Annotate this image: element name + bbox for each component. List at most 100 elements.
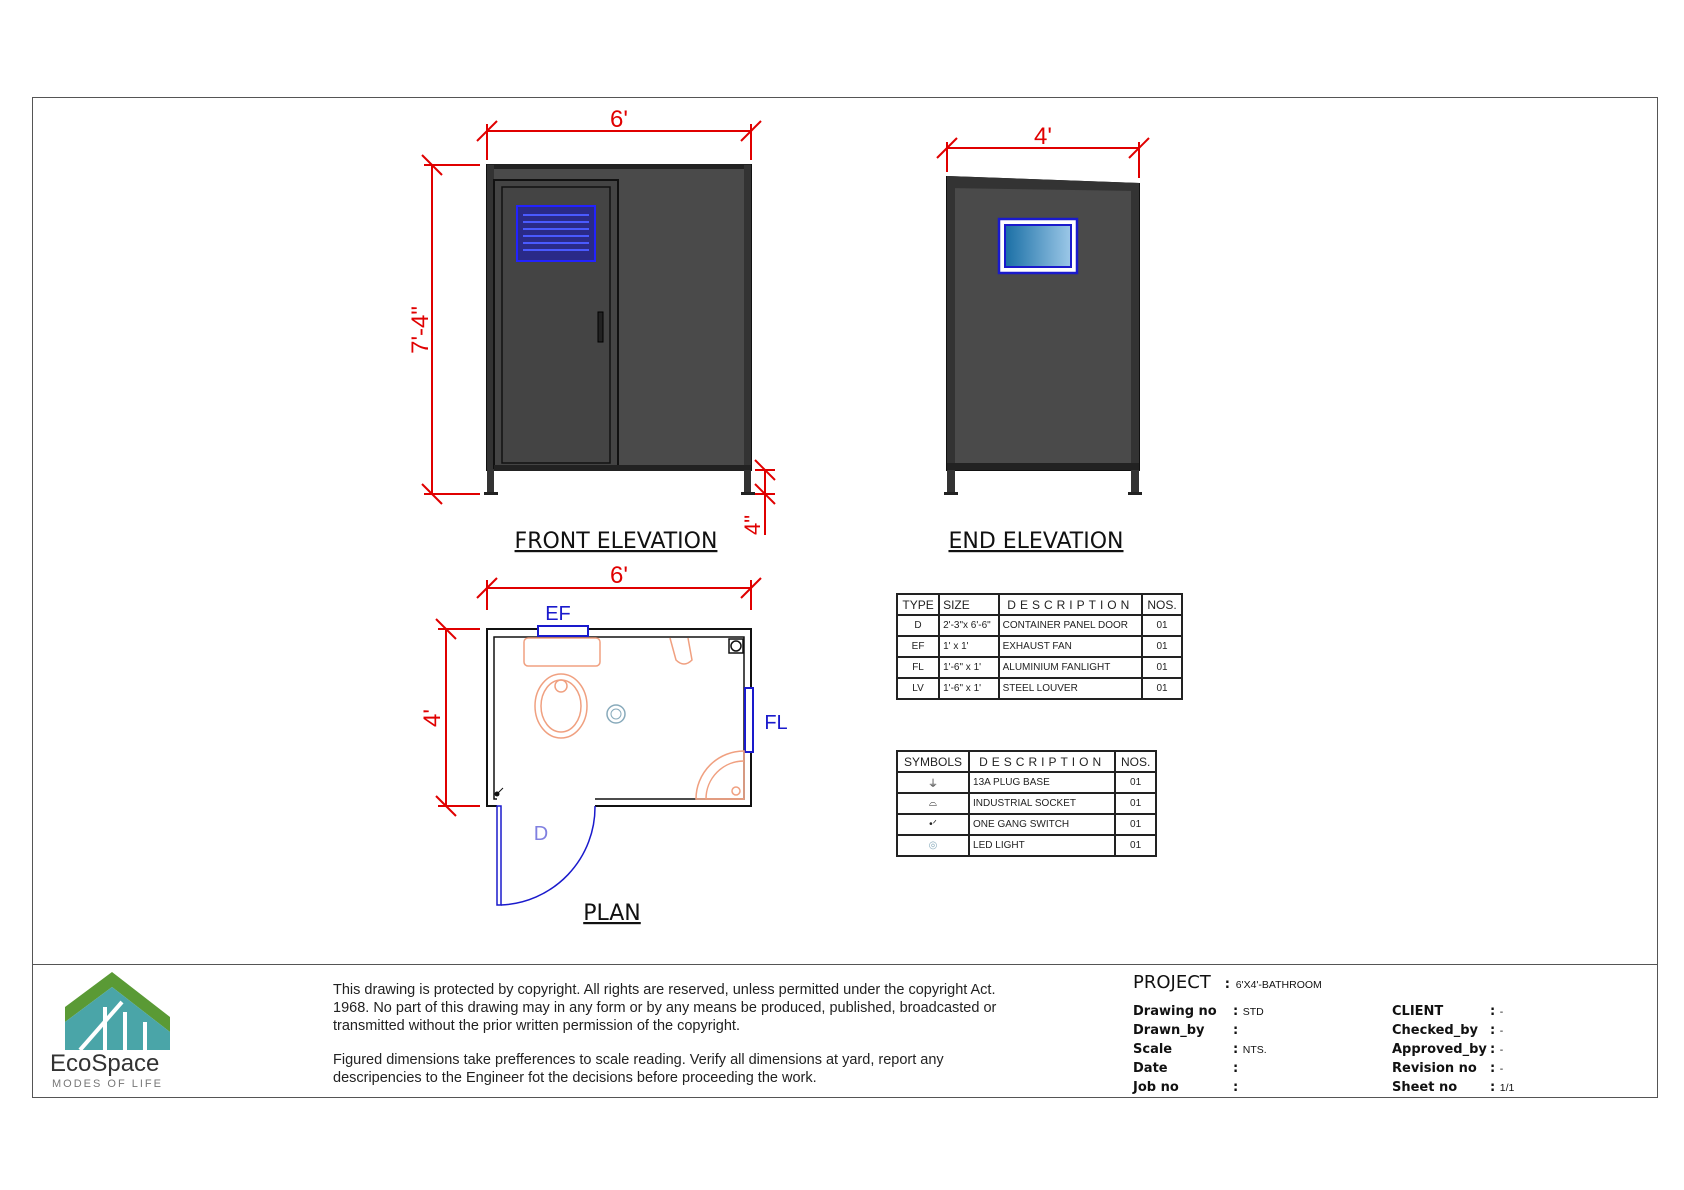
- checked-by-row: Checked_by: -: [1392, 1023, 1504, 1038]
- plan-dimensions: [435, 577, 762, 817]
- wc-fixture: [523, 637, 745, 800]
- approved-by-row: Approved_by: -: [1392, 1042, 1504, 1057]
- description-cell: LED LIGHT: [968, 834, 1117, 857]
- door-label: D: [534, 823, 548, 845]
- col-header: NOS.: [1114, 750, 1157, 773]
- fanlight-plan: [744, 687, 754, 753]
- field-value: -: [1499, 1044, 1504, 1056]
- nos-cell: 01: [1114, 813, 1157, 836]
- front-elevation-title: FRONT ELEVATION: [515, 529, 718, 554]
- led-light-symbol: [606, 704, 626, 724]
- ef-label: EF: [545, 603, 571, 625]
- col-header: NOS.: [1141, 593, 1183, 616]
- nos-cell: 01: [1114, 771, 1157, 794]
- exhaust-fan: [537, 625, 589, 637]
- fl-label: FL: [764, 712, 787, 734]
- one-gang-switch-icon: •ᐟ: [895, 813, 971, 836]
- field-label: Scale: [1133, 1042, 1173, 1057]
- dimensions-note: Figured dimensions take prefferences to …: [333, 1052, 944, 1086]
- led-light-icon: ◎: [895, 834, 971, 857]
- date-row: Date:: [1133, 1061, 1239, 1076]
- col-header: TYPE: [895, 593, 941, 616]
- description-cell: 13A PLUG BASE: [968, 771, 1117, 794]
- front-dimensions: [421, 120, 776, 535]
- field-label: CLIENT: [1392, 1004, 1444, 1019]
- logo-name: EcoSpace: [50, 1050, 160, 1077]
- type-cell: D: [895, 614, 941, 637]
- project-row: PROJECT: 6'X4'-BATHROOM: [1133, 972, 1322, 993]
- house-logo-icon: [65, 972, 170, 1052]
- description-cell: INDUSTRIAL SOCKET: [968, 792, 1117, 815]
- col-header: SYMBOLS: [895, 750, 971, 773]
- plan-width-dim: 6': [610, 562, 628, 589]
- end-elevation-title: END ELEVATION: [948, 529, 1123, 554]
- field-value: -: [1499, 1025, 1504, 1037]
- col-header: SIZE: [938, 593, 1000, 616]
- copyright-notice: This drawing is protected by copyright. …: [333, 981, 1033, 1103]
- door-handle: [597, 311, 604, 343]
- type-cell: LV: [895, 677, 941, 700]
- end-elevation: [944, 175, 1142, 495]
- field-label: Checked_by: [1392, 1023, 1479, 1038]
- description-cell: STEEL LOUVER: [997, 677, 1144, 700]
- field-label: Drawing no: [1133, 1004, 1217, 1019]
- scale-row: Scale: NTS.: [1133, 1042, 1267, 1057]
- front-width-dim: 6': [610, 106, 628, 133]
- job-no-row: Job no:: [1133, 1080, 1239, 1095]
- title-block-divider: [32, 964, 1658, 965]
- type-cell: EF: [895, 635, 941, 658]
- front-height-dim: 7'-4": [407, 306, 434, 354]
- col-header: DESCRIPTION: [997, 593, 1144, 616]
- copyright-text: This drawing is protected by copyright. …: [333, 982, 997, 1034]
- description-cell: CONTAINER PANEL DOOR: [997, 614, 1144, 637]
- drawn-by-row: Drawn_by:: [1133, 1023, 1239, 1038]
- type-cell: FL: [895, 656, 941, 679]
- end-width-dim: 4': [1034, 123, 1052, 150]
- plug-base-icon: ⏚: [895, 771, 971, 794]
- size-cell: 1'-6" x 1': [938, 656, 1000, 679]
- field-label: Sheet no: [1392, 1080, 1458, 1095]
- project-label: PROJECT: [1133, 972, 1211, 993]
- industrial-socket-icon: ⌓: [895, 792, 971, 815]
- nos-cell: 01: [1114, 792, 1157, 815]
- description-cell: ONE GANG SWITCH: [968, 813, 1117, 836]
- door-swing: [500, 805, 596, 906]
- sheet-no-row: Sheet no: 1/1: [1392, 1080, 1515, 1095]
- client-row: CLIENT: -: [1392, 1004, 1504, 1019]
- logo-tagline: MODES OF LIFE: [52, 1078, 163, 1090]
- drawing-no-row: Drawing no: STD: [1133, 1004, 1264, 1019]
- project-value: 6'X4'-BATHROOM: [1235, 979, 1322, 991]
- plan-view: [486, 625, 754, 906]
- nos-cell: 01: [1114, 834, 1157, 857]
- description-cell: ALUMINIUM FANLIGHT: [997, 656, 1144, 679]
- field-label: Revision no: [1392, 1061, 1477, 1076]
- field-label: Date: [1133, 1061, 1168, 1076]
- field-value: NTS.: [1242, 1044, 1267, 1056]
- plan-depth-dim: 4': [419, 709, 446, 727]
- nos-cell: 01: [1141, 677, 1183, 700]
- front-elevation: [484, 164, 755, 495]
- col-header: DESCRIPTION: [968, 750, 1117, 773]
- nos-cell: 01: [1141, 635, 1183, 658]
- field-label: Drawn_by: [1133, 1023, 1205, 1038]
- end-dimensions: [936, 137, 1150, 178]
- field-label: Job no: [1133, 1080, 1179, 1095]
- size-cell: 2'-3"x 6'-6": [938, 614, 1000, 637]
- size-cell: 1' x 1': [938, 635, 1000, 658]
- door-leaf: [496, 805, 502, 906]
- field-value: 1/1: [1499, 1082, 1515, 1094]
- plan-title: PLAN: [583, 901, 641, 926]
- description-cell: EXHAUST FAN: [997, 635, 1144, 658]
